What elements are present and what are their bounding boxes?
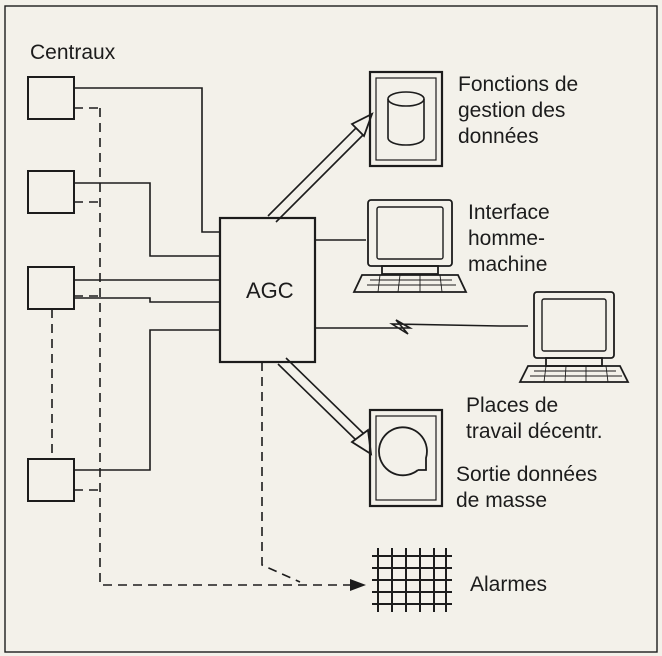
database-device — [368, 70, 444, 168]
label-fonctions-line3: données — [458, 125, 539, 148]
database-icon — [387, 91, 425, 146]
label-interface-line3: machine — [468, 253, 548, 276]
label-alarmes: Alarmes — [470, 573, 548, 596]
label-agc: AGC — [246, 278, 294, 303]
label-interface: Interface homme- machine — [468, 200, 550, 278]
arrow-mass-storage — [277, 357, 373, 456]
label-places: Places de travail décentr. — [466, 393, 603, 445]
label-fonctions-line2: gestion des — [458, 99, 566, 122]
mass-storage-device — [368, 408, 444, 508]
dash-agc-alarm — [261, 362, 301, 583]
label-sortie-line1: Sortie données — [456, 463, 598, 486]
terminal-interface — [352, 199, 468, 293]
central-box-2 — [27, 170, 75, 214]
label-places-line2: travail décentr. — [466, 420, 603, 443]
link-central-3b — [74, 297, 220, 303]
link-central-4 — [74, 329, 220, 471]
label-sortie: Sortie données de masse — [456, 462, 597, 514]
label-fonctions-line1: Fonctions de — [458, 73, 579, 96]
frame-border — [4, 5, 658, 653]
label-interface-line1: Interface — [468, 201, 550, 224]
label-centraux: Centraux — [30, 41, 116, 64]
label-fonctions: Fonctions de gestion des données — [458, 72, 578, 150]
central-box-4 — [27, 458, 75, 502]
dash-trunk — [99, 108, 350, 586]
link-remote — [315, 319, 528, 335]
link-central-2 — [74, 182, 220, 257]
terminal-remote — [518, 291, 630, 383]
central-box-3 — [27, 266, 75, 310]
label-places-line1: Places de — [466, 394, 559, 417]
reel-icon — [378, 426, 428, 477]
link-central-1 — [74, 87, 220, 233]
alarm-grid-icon — [372, 548, 452, 612]
central-box-1 — [27, 76, 75, 120]
label-interface-line2: homme- — [468, 227, 546, 250]
agc-box — [218, 216, 317, 364]
label-sortie-line2: de masse — [456, 489, 548, 512]
alarm-arrowhead — [350, 579, 366, 591]
arrow-database — [267, 112, 374, 223]
